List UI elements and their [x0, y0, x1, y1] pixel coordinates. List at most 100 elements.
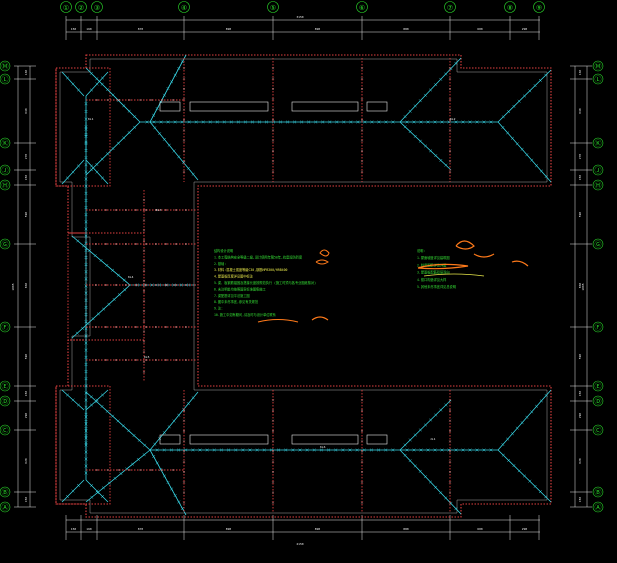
- secondary-tick: [360, 440, 364, 443]
- beam-tick: [84, 220, 88, 224]
- right-axis-label: Ⓑ: [595, 489, 602, 497]
- beam-tick: [539, 169, 543, 173]
- beam-tick: [89, 71, 93, 75]
- beam-tick: [307, 120, 311, 124]
- secondary-tick: [142, 219, 146, 222]
- beam-tick: [413, 104, 417, 108]
- beam-tick: [95, 398, 99, 402]
- beam-tick: [159, 120, 163, 124]
- beam-tick: [284, 448, 288, 452]
- bottom-dim-segment: 880: [403, 527, 409, 531]
- beam-tick: [105, 409, 109, 413]
- beam-tick: [137, 438, 141, 442]
- secondary-tick: [94, 208, 98, 212]
- beam-tick: [440, 448, 444, 452]
- right-axis-bubble: [592, 486, 604, 498]
- secondary-tick: [182, 409, 186, 412]
- beam-tick: [84, 191, 88, 195]
- secondary-tick: [117, 98, 120, 102]
- beam-tick: [166, 120, 170, 124]
- beam-tick: [107, 481, 111, 485]
- beam-tick: [423, 93, 427, 97]
- beam-tick: [105, 263, 109, 267]
- secondary-tick: [144, 358, 148, 362]
- secondary-tick: [94, 325, 98, 329]
- secondary-tick: [124, 208, 128, 212]
- beam-tick: [162, 431, 166, 435]
- secondary-tick: [142, 249, 146, 252]
- beam-tick: [512, 464, 516, 468]
- beam-tick: [413, 134, 417, 138]
- top-dim-segment: 160: [86, 27, 92, 31]
- secondary-tick: [271, 450, 275, 453]
- left-dim-segment: 640: [24, 108, 28, 114]
- secondary-tick: [360, 481, 364, 484]
- beam-tick: [84, 341, 88, 345]
- beam-tick: [326, 448, 331, 452]
- secondary-tick: [154, 242, 158, 246]
- secondary-tick: [184, 325, 188, 329]
- beam-tick: [84, 205, 88, 210]
- secondary-tick: [271, 170, 275, 173]
- beam-tick: [528, 479, 532, 483]
- secondary-tick: [360, 450, 364, 453]
- secondary-tick: [128, 468, 131, 472]
- beam-tick: [312, 448, 316, 452]
- right-dim-segment: 150: [578, 391, 582, 397]
- right-axis-label: Ⓜ: [595, 63, 602, 71]
- hip-bay-box: [55, 385, 111, 505]
- beam-tick: [143, 443, 147, 447]
- revision-underline: [511, 260, 529, 267]
- secondary-tick: [144, 325, 148, 329]
- beam-tick: [461, 120, 465, 124]
- secondary-tick: [360, 470, 364, 474]
- secondary-tick: [117, 468, 120, 472]
- top-axis-bubble: [267, 1, 279, 13]
- secondary-tick: [124, 283, 128, 287]
- beam-tick: [538, 490, 542, 494]
- beam-tick: [76, 239, 80, 243]
- secondary-tick: [174, 242, 178, 246]
- beam-tick: [534, 404, 539, 408]
- secondary-tick: [144, 283, 148, 287]
- secondary-tick: [144, 242, 148, 246]
- beam-tick: [403, 453, 407, 457]
- beam-tick: [84, 334, 88, 338]
- beam-tick: [501, 125, 505, 130]
- beam-tick: [507, 110, 511, 114]
- beam-tick: [155, 461, 159, 465]
- beam-tick: [219, 448, 224, 452]
- beam-tick: [255, 448, 259, 452]
- beam-tick: [475, 120, 479, 124]
- right-axis-bubble: [592, 238, 604, 250]
- secondary-tick: [360, 118, 364, 122]
- beam-tick: [384, 120, 388, 124]
- beam-tick: [403, 443, 407, 447]
- beam-tick: [525, 415, 529, 419]
- beam-tick: [153, 442, 157, 446]
- beam-tick: [321, 120, 325, 124]
- secondary-tick: [182, 139, 186, 142]
- right-axis-label: Ⓙ: [595, 167, 602, 175]
- beam-tick: [234, 448, 238, 452]
- top-axis-bubble: [444, 1, 456, 13]
- beam-tick: [84, 148, 88, 153]
- roof-opening: [189, 434, 269, 445]
- beam-tick: [111, 146, 115, 151]
- beam-tick: [298, 448, 302, 452]
- beam-tick: [76, 88, 81, 92]
- secondary-tick: [360, 129, 364, 132]
- design-note-left: 9.注:: [214, 306, 223, 311]
- beam-tick: [475, 448, 479, 452]
- beam-tick: [111, 414, 115, 418]
- beam-tick: [84, 436, 88, 440]
- beam-tick: [158, 132, 162, 136]
- secondary-tick: [182, 118, 186, 122]
- beam-tick: [423, 144, 428, 148]
- left-axis-bubble: [0, 238, 11, 250]
- secondary-tick: [271, 470, 275, 474]
- right-axis-bubble: [592, 164, 604, 176]
- beam-tick: [522, 94, 527, 98]
- beam-tick: [349, 120, 353, 124]
